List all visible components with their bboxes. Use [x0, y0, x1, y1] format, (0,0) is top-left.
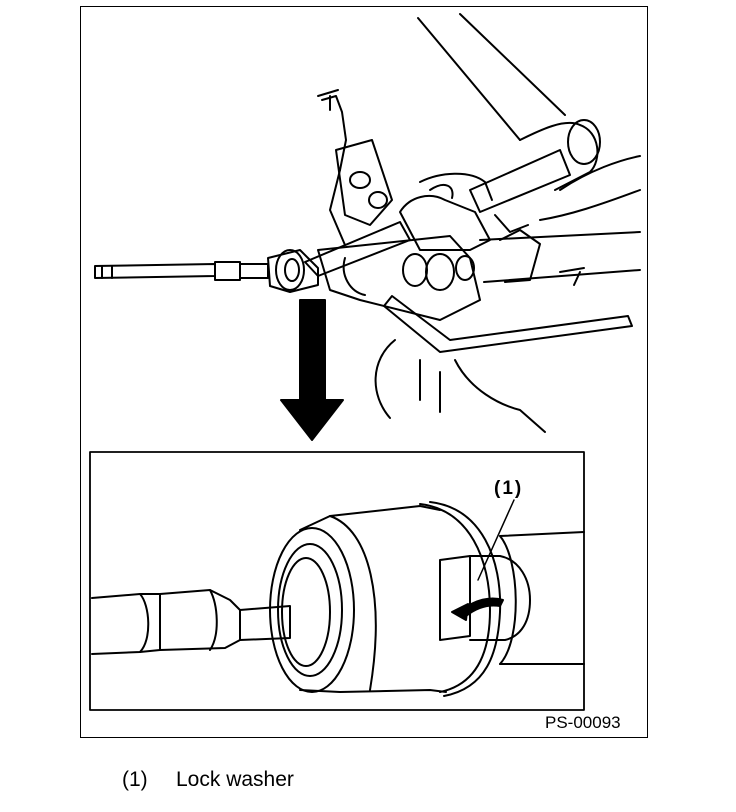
- legend: (1) Lock washer: [122, 768, 294, 792]
- detail-arrow: [280, 299, 344, 441]
- legend-item-label: Lock washer: [176, 768, 294, 791]
- detail-box: [89, 451, 585, 711]
- steering-rack-drawing: [94, 89, 641, 433]
- legend-item-number: (1): [122, 768, 148, 791]
- figure-code: PS-00093: [545, 713, 621, 732]
- hands-and-wrench-drawing: [399, 13, 641, 251]
- lock-washer-detail-drawing: [91, 499, 585, 697]
- callout-label: (1): [494, 478, 524, 499]
- figure-frame: [80, 6, 648, 738]
